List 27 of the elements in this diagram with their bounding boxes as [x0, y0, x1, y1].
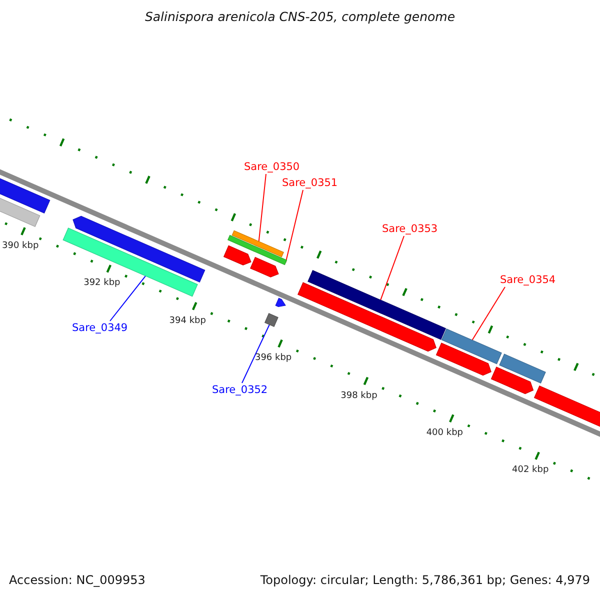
gene-label: Sare_0353 [382, 222, 438, 236]
gene-label: Sare_0350 [244, 160, 300, 174]
map-title: Salinispora arenicola CNS-205, complete genome [144, 10, 456, 23]
scale-label: 398 kbp [340, 390, 378, 403]
gene-block [264, 313, 278, 328]
footer-text: Topology: circular; Length: 5,786,361 bp; Genes: 4,979 [260, 574, 590, 587]
gene-label: Sare_0349 [72, 322, 128, 334]
scale-label: 392 kbp [84, 277, 120, 290]
gene-bar [62, 228, 198, 297]
gene-bar [232, 230, 284, 258]
scale-label: 396 kbp [254, 352, 292, 366]
leader-line [380, 236, 404, 301]
leader-line [258, 174, 266, 242]
footer-text: Accession: NC_009953 [9, 574, 146, 587]
scale-label: 394 kbp [169, 314, 206, 328]
gene-label: Sare_0354 [500, 274, 556, 286]
gene-bar [441, 328, 502, 364]
leader-line [110, 275, 146, 322]
gene-label: Sare_0352 [212, 384, 268, 396]
gene-bar [227, 234, 288, 266]
leader-line [242, 324, 270, 384]
gene-label: Sare_0351 [282, 176, 338, 190]
gene-bar [308, 270, 446, 340]
scale-label: 400 kbp [426, 426, 464, 440]
scale-label: 402 kbp [512, 464, 549, 478]
scale-label: 390 kbp [2, 240, 39, 253]
leader-line [472, 286, 506, 341]
